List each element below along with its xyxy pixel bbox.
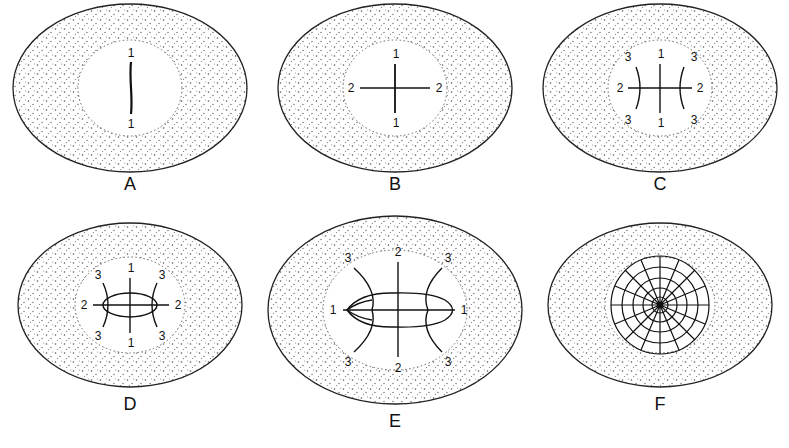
division-number: 1 — [393, 48, 400, 60]
panel-letter: A — [124, 175, 136, 193]
division-number: 3 — [95, 269, 102, 281]
division-number: 3 — [625, 51, 632, 63]
division-number: 3 — [159, 269, 166, 281]
division-number: 1 — [128, 262, 135, 274]
division-number: 3 — [691, 114, 698, 126]
division-number: 3 — [95, 330, 102, 342]
division-number: 1 — [658, 48, 665, 60]
division-number: 1 — [128, 337, 135, 349]
division-number: 3 — [159, 330, 166, 342]
division-number: 1 — [128, 47, 135, 59]
division-number: 1 — [330, 304, 337, 316]
division-number: 2 — [395, 246, 402, 258]
division-number: 2 — [697, 82, 704, 94]
division-number: 3 — [445, 252, 452, 264]
panel-letter: E — [389, 412, 401, 430]
division-number: 1 — [461, 304, 468, 316]
panel-letter: D — [124, 395, 137, 413]
division-number: 2 — [81, 299, 88, 311]
division-number: 3 — [445, 356, 452, 368]
division-number: 2 — [175, 299, 182, 311]
panel-letter: F — [655, 395, 666, 413]
division-number: 2 — [348, 82, 355, 94]
division-number: 3 — [691, 51, 698, 63]
division-number: 3 — [625, 114, 632, 126]
division-number: 1 — [128, 118, 135, 130]
division-number: 2 — [395, 362, 402, 374]
panel-letter: C — [654, 175, 667, 193]
panel-letter: B — [389, 175, 401, 193]
division-number: 2 — [617, 82, 624, 94]
division-number: 1 — [393, 117, 400, 129]
division-number: 3 — [345, 356, 352, 368]
division-number: 1 — [658, 117, 665, 129]
division-number: 2 — [436, 82, 443, 94]
division-number: 3 — [345, 252, 352, 264]
